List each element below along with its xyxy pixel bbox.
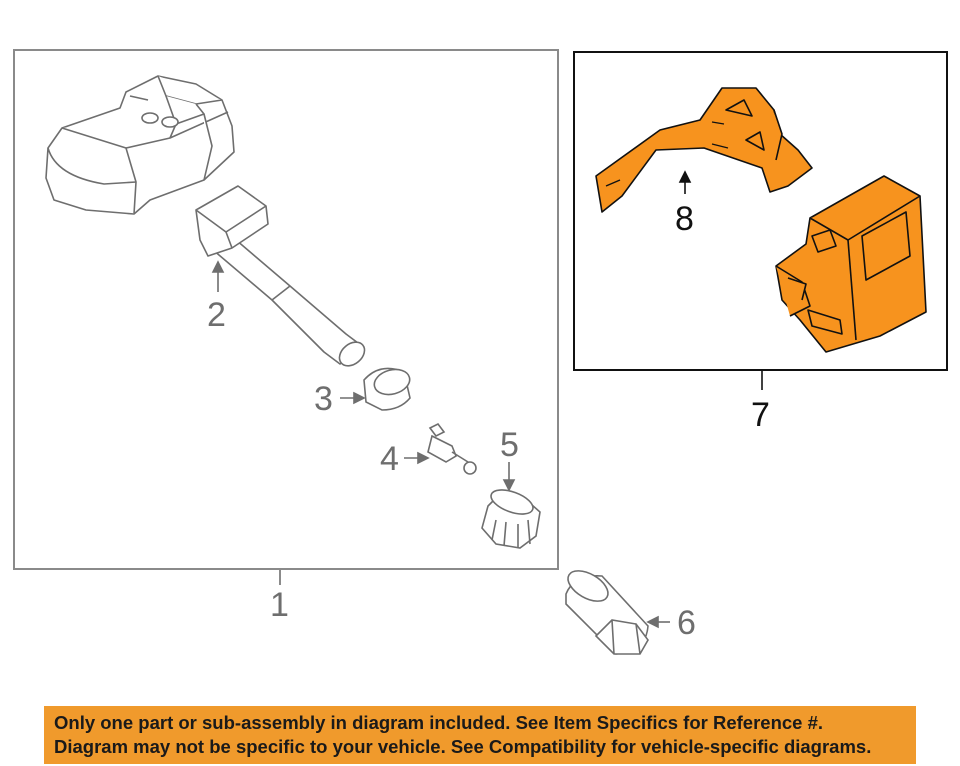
- valve-core: [427, 422, 477, 475]
- tpms-receiver-module: [775, 175, 927, 353]
- receiver-bracket: [595, 87, 813, 213]
- callout-6: 6: [677, 604, 696, 642]
- disclaimer-banner: Only one part or sub-assembly in diagram…: [44, 706, 916, 764]
- valve-cap: [363, 367, 411, 411]
- assembly-box-1: [13, 49, 559, 570]
- tpms-sensor-body: [45, 75, 235, 215]
- callout-3: 3: [314, 380, 333, 418]
- callout-7: 7: [751, 396, 770, 434]
- valve-stem: [195, 185, 366, 367]
- disclaimer-line-2: Diagram may not be specific to your vehi…: [54, 736, 872, 757]
- tpms-nut: [565, 570, 649, 655]
- callout-4: 4: [380, 440, 399, 478]
- callout-1: 1: [270, 586, 289, 624]
- leader-lines: [211, 260, 670, 629]
- callout-2: 2: [207, 296, 226, 334]
- callout-8: 8: [675, 200, 694, 238]
- valve-nut: [481, 489, 541, 549]
- disclaimer-line-1: Only one part or sub-assembly in diagram…: [54, 712, 824, 733]
- assembly-box-7: [573, 51, 948, 371]
- leader-lines-dark: [678, 170, 763, 390]
- callout-5: 5: [500, 426, 519, 464]
